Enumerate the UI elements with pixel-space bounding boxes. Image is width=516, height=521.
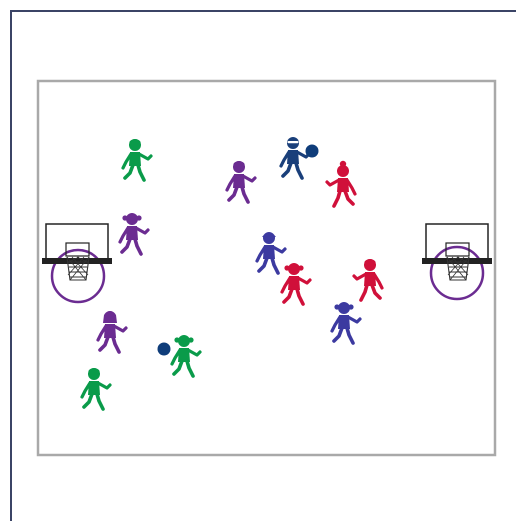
player-head [126, 213, 138, 225]
basketball [158, 343, 171, 356]
basketball [306, 145, 319, 158]
player-head [178, 335, 190, 347]
court-boundary [38, 81, 495, 455]
player-head [338, 302, 350, 314]
player-head [288, 263, 300, 275]
